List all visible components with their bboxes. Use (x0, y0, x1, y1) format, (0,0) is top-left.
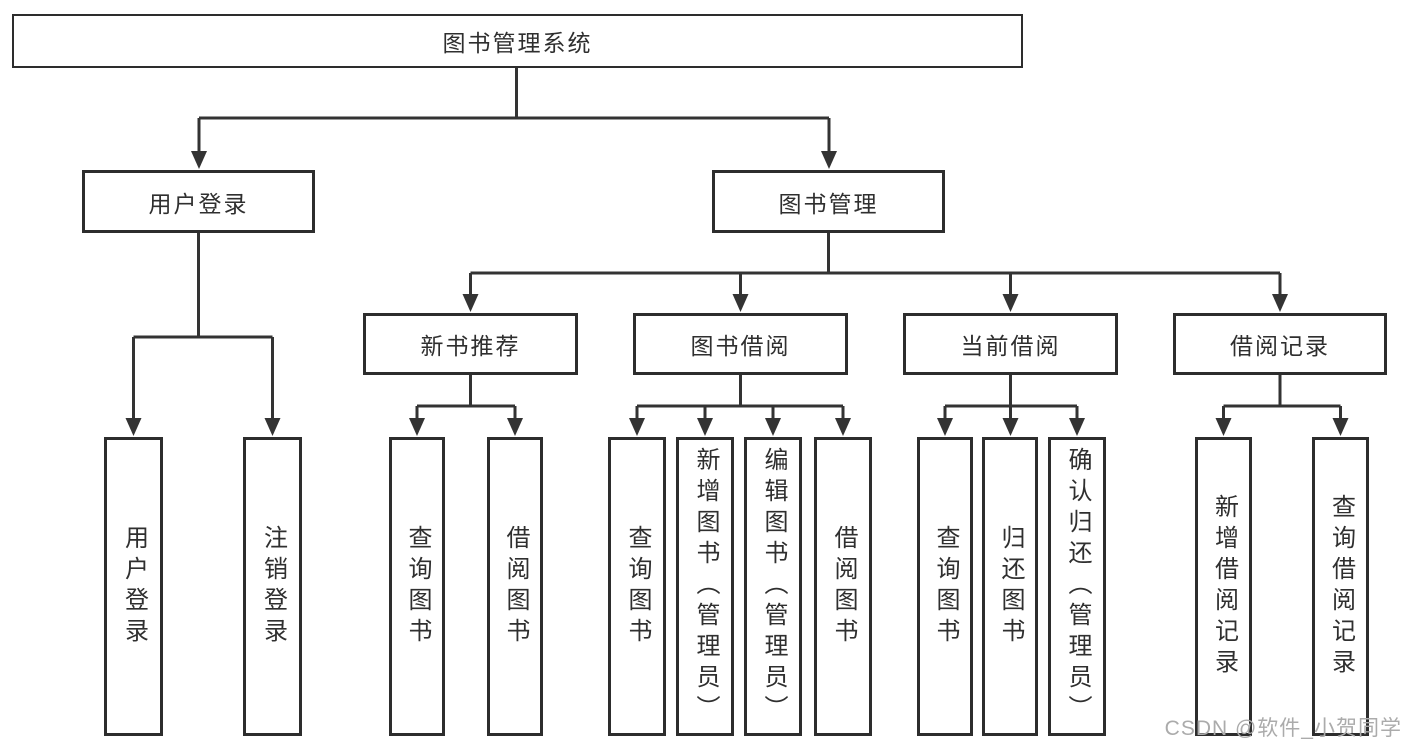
node-label: 查询图书 (404, 524, 431, 649)
node-label: 用户登录 (148, 190, 249, 217)
leaf-confirm-return-admin: 确认归还（管理员） (1048, 437, 1106, 736)
node-user-login: 用户登录 (82, 170, 315, 233)
node-book-management: 图书管理 (712, 170, 945, 233)
node-book-borrow: 图书借阅 (633, 313, 848, 375)
node-label: 借阅图书 (830, 524, 857, 649)
leaf-borrow-book-recommend: 借阅图书 (487, 437, 543, 736)
leaf-logout: 注销登录 (243, 437, 302, 736)
node-label: 当前借阅 (960, 333, 1061, 359)
node-label: 图书管理系统 (442, 30, 593, 56)
node-label: 图书借阅 (690, 333, 791, 359)
leaf-query-book-current: 查询图书 (917, 437, 973, 736)
node-label: 新书推荐 (420, 333, 521, 359)
leaf-borrow-book: 借阅图书 (814, 437, 872, 736)
node-borrow-record: 借阅记录 (1173, 313, 1387, 375)
leaf-user-login: 用户登录 (104, 437, 163, 736)
node-label: 借阅图书 (502, 524, 529, 649)
csdn-watermark: CSDN @软件_小贺同学 (1164, 717, 1402, 740)
node-label: 注销登录 (259, 524, 287, 649)
node-label: 编辑图书（管理员） (760, 447, 787, 726)
leaf-edit-book-admin: 编辑图书（管理员） (744, 437, 802, 736)
node-label: 借阅记录 (1230, 333, 1330, 359)
leaf-add-borrow-record: 新增借阅记录 (1195, 437, 1252, 736)
node-current-borrow: 当前借阅 (903, 313, 1118, 375)
leaf-query-book-recommend: 查询图书 (389, 437, 445, 736)
node-new-book-recommend: 新书推荐 (363, 313, 578, 375)
node-label: 查询借阅记录 (1327, 493, 1355, 680)
arrowheads (125, 151, 1349, 436)
leaf-query-book-borrow: 查询图书 (608, 437, 666, 736)
leaf-add-book-admin: 新增图书（管理员） (676, 437, 734, 736)
node-label: 用户登录 (120, 524, 148, 649)
node-label: 确认归还（管理员） (1064, 447, 1091, 726)
node-label: 图书管理 (778, 190, 879, 217)
node-library-management-system: 图书管理系统 (12, 14, 1023, 68)
leaf-query-borrow-record: 查询借阅记录 (1312, 437, 1369, 736)
node-label: 新增借阅记录 (1210, 493, 1238, 680)
node-label: 新增图书（管理员） (692, 447, 719, 726)
node-label: 查询图书 (932, 524, 959, 649)
leaf-return-book: 归还图书 (982, 437, 1038, 736)
node-label: 归还图书 (997, 524, 1024, 649)
node-label: 查询图书 (624, 524, 651, 649)
